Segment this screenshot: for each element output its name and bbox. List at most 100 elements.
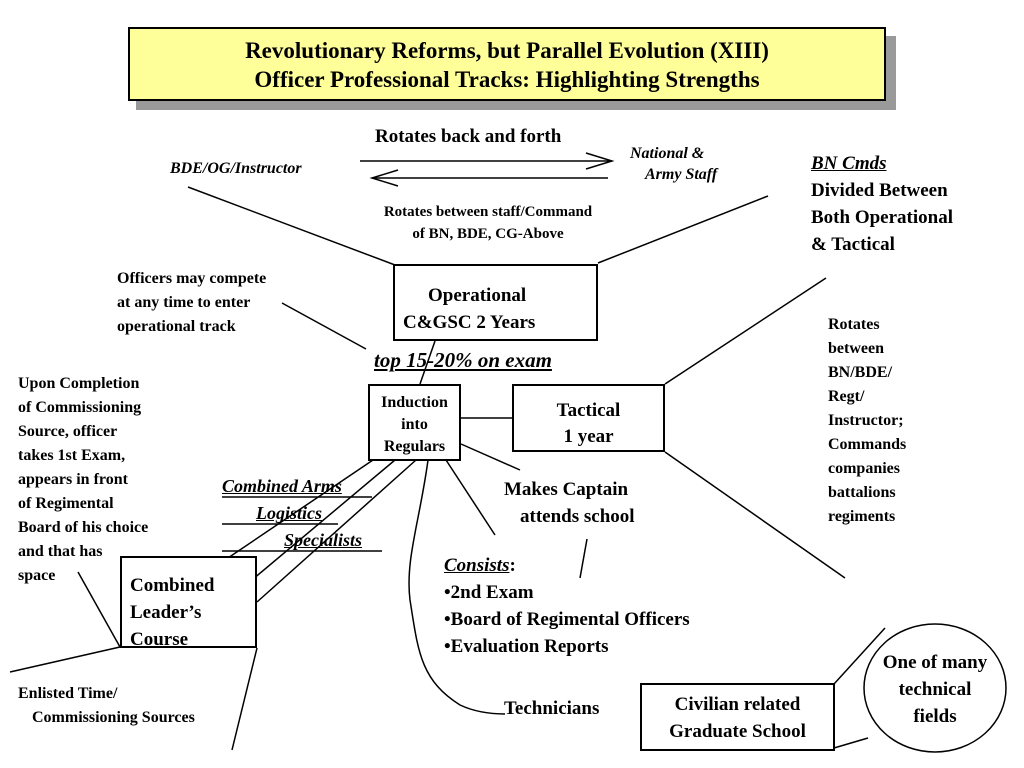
line-civilian-to-fields-bottom	[833, 737, 869, 749]
upon-completion-line-8: and that has	[18, 543, 103, 560]
national-staff-label: National & Army Staff	[630, 143, 717, 185]
induction-line-3: Regulars	[383, 438, 446, 455]
title-line-1: Revolutionary Reforms, but Parallel Evol…	[245, 38, 769, 63]
upon-completion-line-2: of Commissioning	[18, 399, 142, 416]
rotates-between-line-1: Rotates	[828, 316, 880, 333]
officers-compete-line-2: at any time to enter	[117, 294, 251, 311]
line-operational-to-induction	[419, 340, 436, 385]
rotates-between-line-7: companies	[828, 460, 900, 477]
line-branch-3	[256, 459, 417, 603]
upon-completion-line-5: appears in front	[18, 471, 128, 488]
line-civilian-to-fields-top	[833, 627, 886, 685]
upon-completion-line-6: of Regimental	[18, 495, 114, 512]
upon-completion-line-9: space	[18, 567, 56, 584]
bn-cmds-line-1: Divided Between	[811, 180, 948, 201]
slide-title: Revolutionary Reforms, but Parallel Evol…	[128, 27, 886, 101]
line-induction-to-captain	[460, 443, 521, 471]
operational-box: Operational C&GSC 2 Years	[393, 264, 598, 341]
consists-item-3: •Evaluation Reports	[444, 636, 609, 657]
arrow-left-head	[369, 169, 399, 187]
enlisted-note: Enlisted Time/ Commissioning Sources	[18, 682, 195, 730]
line-clc-down	[231, 647, 258, 751]
officers-compete-note: Officers may compete at any time to ente…	[117, 267, 266, 339]
enlisted-line-1: Enlisted Time/	[18, 685, 118, 702]
tactical-line-1: Tactical	[556, 400, 621, 421]
national-staff-line-1: National &	[630, 145, 705, 162]
technicians-label: Technicians	[504, 698, 600, 719]
line-operational-to-bncmds	[597, 195, 769, 264]
consists-item-1: •2nd Exam	[444, 582, 534, 603]
makes-captain-line-2: attends school	[520, 506, 635, 527]
upon-completion-note: Upon Completion of Commissioning Source,…	[18, 372, 148, 588]
tactical-box: Tactical 1 year	[512, 384, 665, 452]
upon-completion-line-7: Board of his choice	[18, 519, 149, 536]
technical-fields-line-2: technical	[898, 679, 972, 700]
line-tactical-down	[664, 451, 846, 579]
rotates-staff-command-label: Rotates between staff/Command of BN, BDE…	[368, 201, 608, 245]
civilian-line-1: Civilian related	[674, 694, 801, 715]
upon-completion-line-1: Upon Completion	[18, 375, 140, 392]
consists-note: Consists: •2nd Exam •Board of Regimental…	[444, 552, 690, 660]
branch-specialists: Specialists	[284, 530, 363, 550]
line-bde-to-operational	[187, 186, 396, 266]
bde-og-instructor-label: BDE/OG/Instructor	[170, 160, 302, 177]
line-induction-to-technicians	[408, 459, 506, 715]
technical-fields-line-3: fields	[913, 706, 957, 727]
line-clc-to-enlisted	[9, 646, 121, 673]
tactical-line-2: 1 year	[563, 426, 614, 447]
rotates-between-line-4: Regt/	[828, 388, 865, 405]
clc-line-2: Leader’s	[130, 602, 202, 623]
clc-line-3: Course	[130, 629, 189, 650]
rotates-staff-command-line-2: of BN, BDE, CG-Above	[412, 226, 564, 242]
consists-colon: :	[509, 555, 516, 576]
rotates-between-line-2: between	[828, 340, 884, 357]
bn-cmds-note: BN Cmds Divided Between Both Operational…	[811, 150, 953, 258]
induction-line-1: Induction	[381, 394, 448, 411]
title-line-2: Officer Professional Tracks: Highlightin…	[254, 67, 760, 92]
upon-completion-line-3: Source, officer	[18, 423, 118, 440]
rotates-between-line-9: regiments	[828, 508, 896, 525]
technical-fields-line-1: One of many	[882, 652, 988, 673]
line-clc-to-upon	[77, 571, 121, 648]
enlisted-line-2: Commissioning Sources	[32, 709, 195, 726]
induction-box: Induction into Regulars	[368, 384, 461, 461]
officers-compete-line-3: operational track	[117, 318, 236, 335]
line-captain-to-consists	[579, 538, 588, 579]
line-induction-to-consists	[445, 459, 496, 536]
rotates-between-note: Rotates between BN/BDE/ Regt/ Instructor…	[828, 313, 906, 529]
top-exam-label: top 15-20% on exam	[374, 348, 552, 372]
rotates-between-line-8: battalions	[828, 484, 896, 501]
upon-completion-line-4: takes 1st Exam,	[18, 447, 126, 464]
bn-cmds-heading: BN Cmds	[811, 153, 887, 174]
arrow-right-head	[585, 152, 615, 170]
branch-combined-arms: Combined Arms	[222, 476, 342, 496]
consists-heading-row: Consists:	[444, 552, 690, 579]
rotates-between-line-3: BN/BDE/	[828, 364, 893, 381]
rotates-between-line-6: Commands	[828, 436, 907, 453]
clc-box: Combined Leader’s Course	[120, 556, 257, 650]
operational-line-1: Operational	[428, 285, 527, 306]
line-branch-2	[239, 459, 396, 591]
line-compete-to-operational	[281, 302, 367, 350]
makes-captain-note: Makes Captain attends school	[504, 476, 635, 530]
national-staff-line-2: Army Staff	[645, 166, 718, 183]
rotates-between-line-5: Instructor;	[828, 412, 904, 429]
line-branch-1	[224, 459, 374, 561]
consists-item-2: •Board of Regimental Officers	[444, 609, 690, 630]
fields-ellipse	[863, 623, 1007, 753]
clc-line-1: Combined	[130, 575, 215, 596]
makes-captain-line-1: Makes Captain	[504, 479, 629, 500]
line-tactical-up	[664, 277, 827, 385]
consists-heading: Consists	[444, 555, 510, 576]
rotates-back-forth-label: Rotates back and forth	[375, 126, 562, 147]
technical-fields-label: One of many technical fields	[872, 649, 998, 730]
rotates-staff-command-line-1: Rotates between staff/Command	[383, 204, 593, 220]
operational-line-2: C&GSC 2 Years	[403, 312, 536, 333]
civilian-line-2: Graduate School	[669, 721, 806, 742]
bn-cmds-line-2: Both Operational	[811, 207, 953, 228]
branch-logistics: Logistics	[256, 503, 322, 523]
induction-line-2: into	[401, 416, 428, 433]
officers-compete-line-1: Officers may compete	[117, 270, 267, 287]
bn-cmds-line-3: & Tactical	[811, 234, 895, 255]
